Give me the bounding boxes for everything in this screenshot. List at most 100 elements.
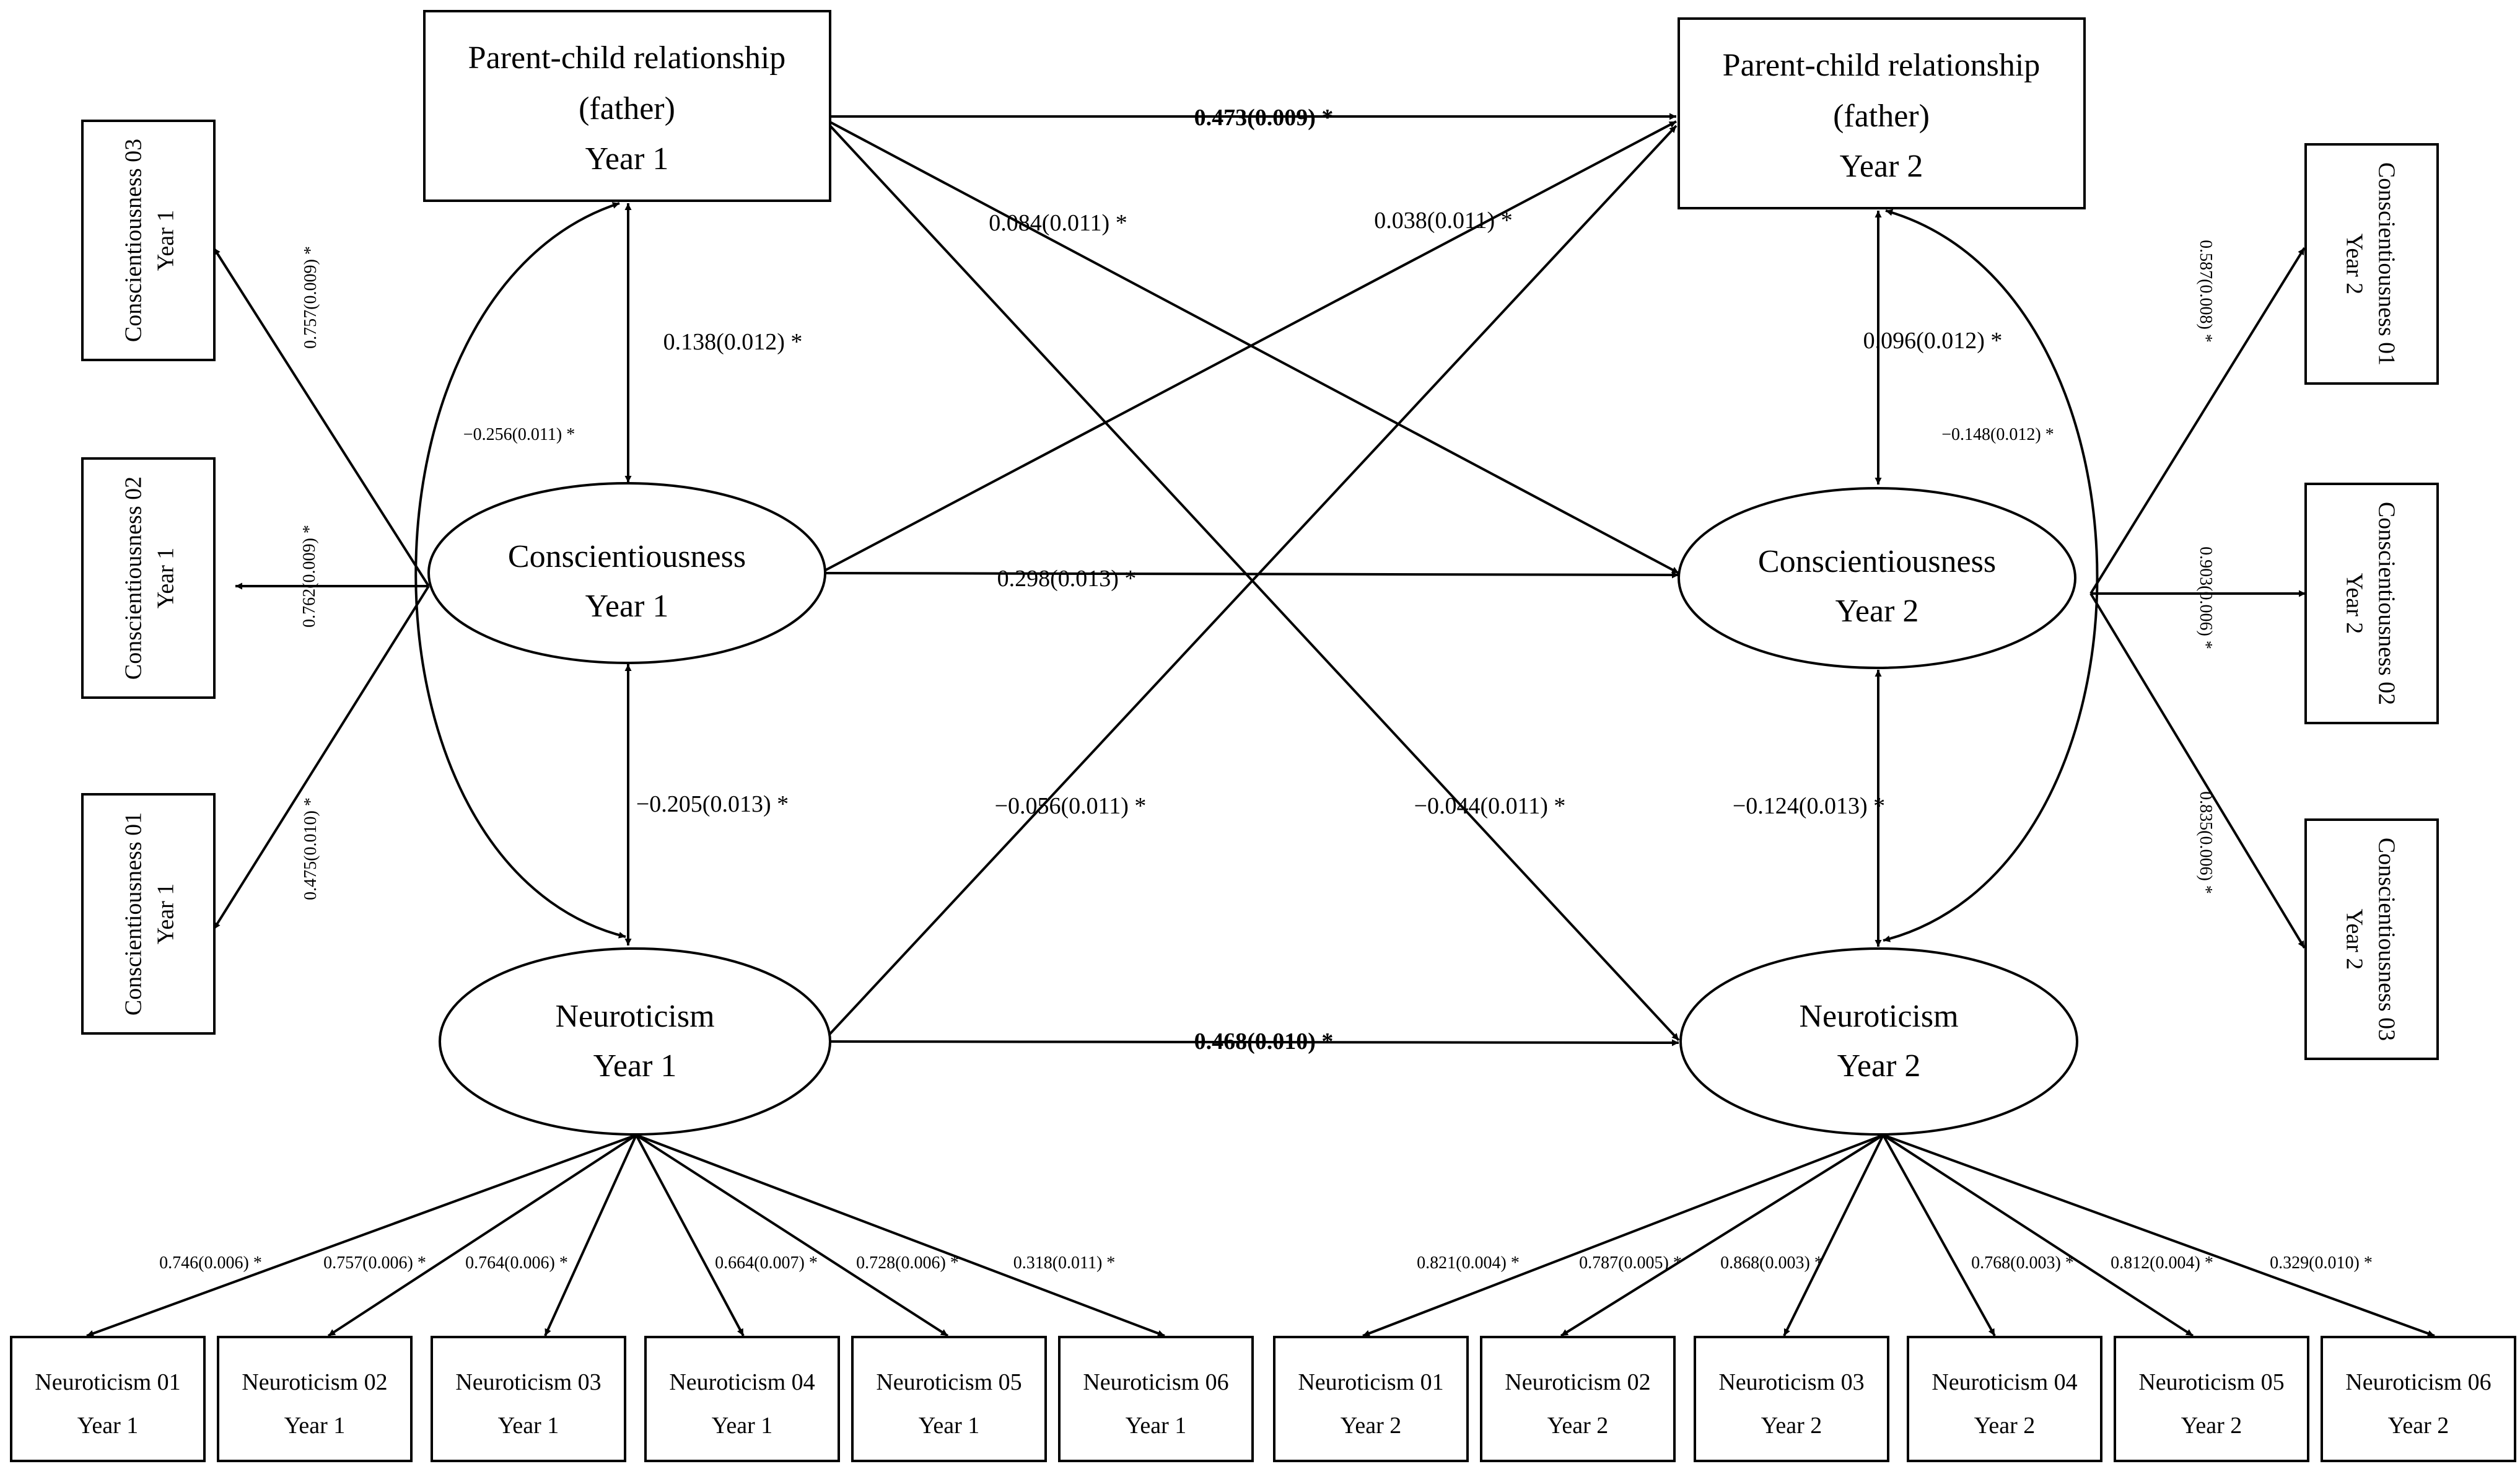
node-c02-year2: Conscientiousness 02 Year 2 (2304, 483, 2439, 724)
coef-loading-n06y2: 0.329(0.010) * (2270, 1253, 2373, 1273)
node-shape (427, 482, 826, 664)
label-nodes-neu1-0: Neuroticism (555, 999, 714, 1034)
node-n01-year1: Neuroticism 01 Year 1 (10, 1336, 206, 1462)
label-nodes-pcr2-1: (father) (1833, 99, 1930, 134)
node-shape (1678, 17, 2086, 209)
node-shape (1907, 1336, 2102, 1462)
label-nodes-c03y1-1: Year 1 (153, 210, 179, 271)
node-pcr-year1: Parent-child relationship (father) Year … (423, 10, 831, 202)
loading-n03y1 (544, 1134, 637, 1336)
node-shape (2304, 143, 2439, 385)
coef-loading-n02y1: 0.757(0.006) * (323, 1253, 426, 1273)
node-shape (1058, 1336, 1254, 1462)
coef-loading-n05y2: 0.812(0.004) * (2111, 1253, 2213, 1273)
coef-loading-n04y2: 0.768(0.003) * (1971, 1253, 2074, 1273)
node-c03-year2: Conscientiousness 03 Year 2 (2304, 818, 2439, 1060)
node-shape (1678, 487, 2076, 669)
coef-loading-n01y1: 0.746(0.006) * (159, 1253, 262, 1273)
node-shape (1273, 1336, 1469, 1462)
node-con-year2: Conscientiousness Year 2 (1678, 487, 2076, 669)
loading-n06y1 (636, 1134, 1165, 1337)
label-nodes-c02y2-1: Year 2 (2342, 573, 2368, 634)
loading-n02y2 (1560, 1134, 1884, 1337)
label-nodes-c03y2-1: Year 2 (2342, 909, 2368, 970)
path-neu-stability (825, 1039, 1679, 1046)
label-nodes-pcr1-2: Year 1 (585, 141, 669, 177)
coef-loading-c01y2: 0.587(0.008) * (2196, 240, 2215, 343)
node-shape (217, 1336, 413, 1462)
coef-pcr1-neu1: −0.256(0.011) * (463, 425, 575, 444)
node-shape (2321, 1336, 2516, 1462)
node-n04-year1: Neuroticism 04 Year 1 (644, 1336, 840, 1462)
node-shape (1694, 1336, 1889, 1462)
label-nodes-n01y1-1: Year 1 (77, 1413, 139, 1439)
coef-loading-c03y1: 0.757(0.009) * (301, 246, 320, 349)
loading-n04y2 (1882, 1134, 1996, 1336)
coef-loading-n06y1: 0.318(0.011) * (1013, 1253, 1116, 1273)
node-shape (81, 793, 216, 1035)
coef-con-stability: 0.298(0.013) * (997, 566, 1137, 592)
loading-n05y2 (1882, 1134, 2194, 1337)
label-nodes-n06y2-0: Neuroticism 06 (2345, 1369, 2491, 1395)
coef-pcr1-to-neu2: −0.044(0.011) * (1414, 793, 1566, 819)
node-c01-year2: Conscientiousness 01 Year 2 (2304, 143, 2439, 385)
node-neu-year1: Neuroticism Year 1 (439, 947, 831, 1136)
node-shape (1679, 947, 2078, 1136)
label-nodes-neu2-1: Year 2 (1837, 1048, 1921, 1084)
coef-pcr2-con2: 0.096(0.012) * (1863, 328, 2003, 354)
coef-neu1-to-pcr2: −0.056(0.011) * (995, 793, 1147, 819)
label-nodes-con1-1: Year 1 (585, 589, 669, 624)
loading-n06y2 (1883, 1134, 2435, 1337)
label-nodes-neu2-0: Neuroticism (1799, 999, 1958, 1034)
label-nodes-n02y1-0: Neuroticism 02 (242, 1369, 387, 1395)
coefficient-labels: 0.473(0.009) * 0.084(0.011) * 0.038(0.01… (159, 105, 2373, 1273)
label-nodes-n03y2-0: Neuroticism 03 (1718, 1369, 1864, 1395)
path-pcr1-to-con2 (829, 121, 1679, 574)
label-nodes-n06y2-1: Year 2 (2388, 1413, 2449, 1439)
nodes-layer: Parent-child relationship (father) Year … (10, 10, 2516, 1462)
node-shape (439, 947, 831, 1136)
node-c03-year1: Conscientiousness 03 Year 1 (81, 120, 216, 361)
label-nodes-n05y1-1: Year 1 (919, 1413, 980, 1439)
node-n05-year1: Neuroticism 05 Year 1 (851, 1336, 1047, 1462)
node-shape (1480, 1336, 1676, 1462)
path-neu1-to-pcr2 (825, 125, 1678, 1040)
node-n05-year2: Neuroticism 05 Year 2 (2114, 1336, 2309, 1462)
path-con1-to-pcr2 (825, 120, 1677, 571)
coef-pcr2-neu2: −0.148(0.012) * (1941, 425, 2054, 444)
label-nodes-n01y2-1: Year 2 (1341, 1413, 1402, 1439)
label-nodes-n03y1-0: Neuroticism 03 (455, 1369, 601, 1395)
cov-pcr1-neu1 (414, 202, 626, 939)
node-pcr-year2: Parent-child relationship (father) Year … (1678, 17, 2086, 209)
label-nodes-c01y2-0: Conscientiousness 01 (2374, 162, 2400, 366)
node-shape (644, 1336, 840, 1462)
coef-con2-neu2: −0.124(0.013) * (1733, 793, 1885, 819)
coef-loading-n02y2: 0.787(0.005) * (1579, 1253, 1682, 1273)
coef-loading-n05y1: 0.728(0.006) * (856, 1253, 959, 1273)
node-n02-year2: Neuroticism 02 Year 2 (1480, 1336, 1676, 1462)
path-pcr1-to-neu2 (829, 125, 1680, 1041)
loading-c03y2 (2089, 592, 2306, 949)
label-nodes-n04y2-0: Neuroticism 04 (1932, 1369, 2077, 1395)
node-shape (2304, 483, 2439, 724)
node-shape (423, 10, 831, 202)
label-nodes-pcr2-0: Parent-child relationship (1723, 48, 2041, 83)
label-nodes-n03y2-1: Year 2 (1761, 1413, 1822, 1439)
label-nodes-c03y2-0: Conscientiousness 03 (2374, 838, 2400, 1041)
coef-neu-stability: 0.468(0.010) * (1194, 1028, 1334, 1055)
node-con-year1: Conscientiousness Year 1 (427, 482, 826, 664)
node-n06-year1: Neuroticism 06 Year 1 (1058, 1336, 1254, 1462)
label-nodes-c02y1-1: Year 1 (153, 548, 179, 609)
node-n03-year1: Neuroticism 03 Year 1 (431, 1336, 626, 1462)
coef-con1-neu1: −0.205(0.013) * (636, 791, 789, 817)
loading-n04y1 (635, 1134, 745, 1336)
label-nodes-c03y1-0: Conscientiousness 03 (121, 139, 147, 342)
node-shape (81, 120, 216, 361)
coef-loading-c02y1: 0.762(0.009) * (300, 525, 319, 628)
coef-loading-n03y2: 0.868(0.003) * (1720, 1253, 1823, 1273)
node-n04-year2: Neuroticism 04 Year 2 (1907, 1336, 2102, 1462)
coef-loading-n01y2: 0.821(0.004) * (1417, 1253, 1520, 1273)
node-shape (851, 1336, 1047, 1462)
label-nodes-n04y1-1: Year 1 (712, 1413, 773, 1439)
loading-c01y2 (2089, 247, 2306, 595)
